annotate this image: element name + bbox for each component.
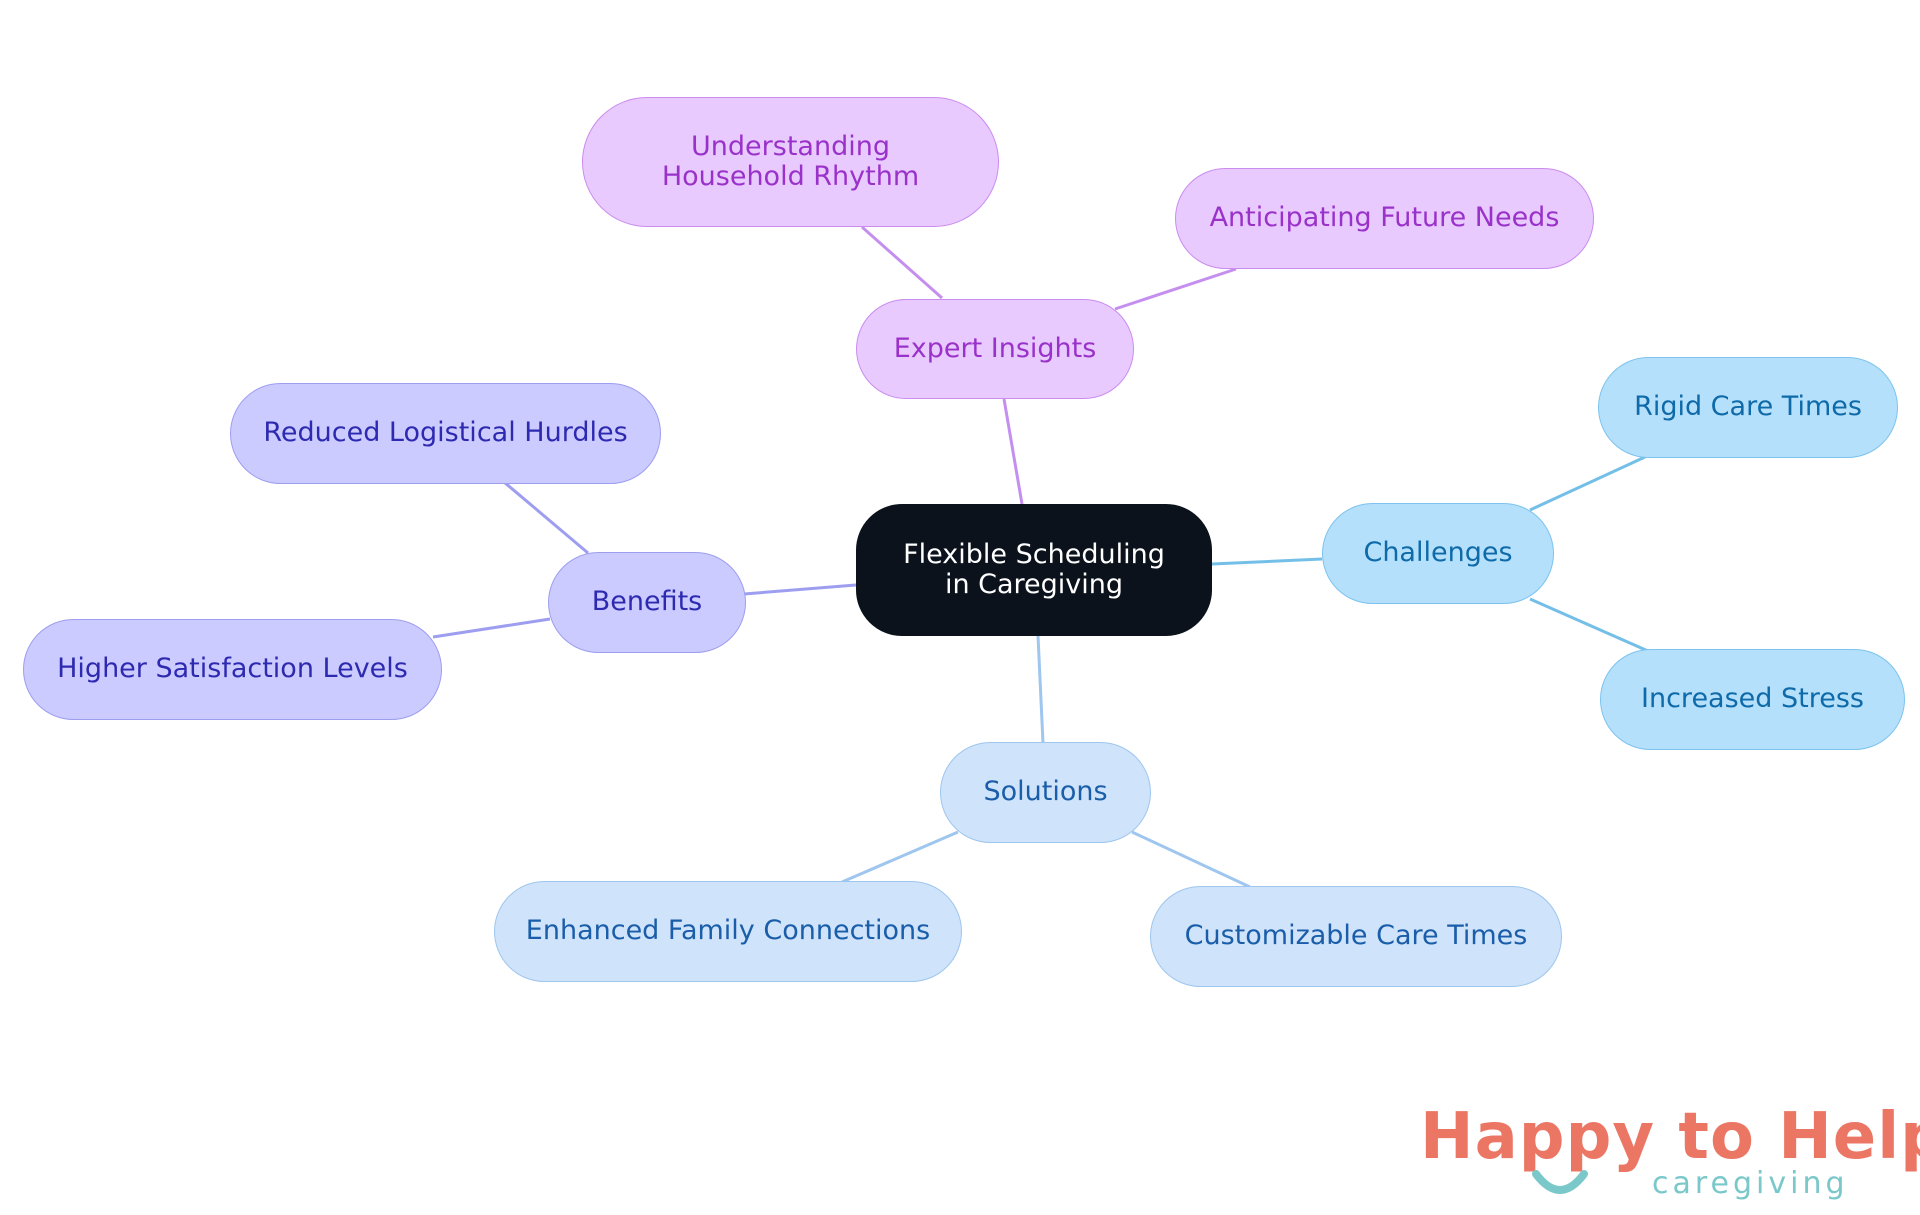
- leaf-understanding-household-rhythm[interactable]: Understanding Household Rhythm: [582, 97, 999, 227]
- connector-benefits-satisfaction: [432, 617, 551, 639]
- branch-expert-insights[interactable]: Expert Insights: [856, 299, 1134, 399]
- leaf-customizable-care-times-label: Customizable Care Times: [1184, 920, 1528, 952]
- leaf-reduced-logistical-hurdles[interactable]: Reduced Logistical Hurdles: [230, 383, 661, 484]
- leaf-enhanced-family-connections[interactable]: Enhanced Family Connections: [494, 881, 962, 982]
- leaf-increased-stress-label: Increased Stress: [1641, 683, 1864, 715]
- leaf-higher-satisfaction-levels-label: Higher Satisfaction Levels: [57, 653, 408, 685]
- leaf-rigid-care-times[interactable]: Rigid Care Times: [1598, 357, 1898, 458]
- connector-solutions-family: [841, 830, 959, 884]
- leaf-customizable-care-times[interactable]: Customizable Care Times: [1150, 886, 1562, 987]
- connector-benefits-reduced: [503, 480, 589, 555]
- leaf-reduced-logistical-hurdles-label: Reduced Logistical Hurdles: [263, 417, 628, 449]
- logo-wordmark: Happy to Help: [1420, 1100, 1920, 1174]
- connector-solutions-custom: [1131, 830, 1251, 889]
- connector-center-challenges: [1211, 557, 1323, 566]
- center-node[interactable]: Flexible Scheduling in Caregiving: [856, 504, 1212, 636]
- leaf-anticipating-future-needs[interactable]: Anticipating Future Needs: [1175, 168, 1594, 269]
- branch-benefits[interactable]: Benefits: [548, 552, 746, 653]
- connector-center-expert: [1002, 398, 1024, 505]
- branch-benefits-label: Benefits: [591, 586, 703, 618]
- branch-expert-insights-label: Expert Insights: [893, 332, 1097, 364]
- leaf-increased-stress[interactable]: Increased Stress: [1600, 649, 1905, 750]
- connector-challenges-rigid: [1529, 455, 1646, 512]
- happy-to-help-logo: Happy to Help caregiving: [1420, 1100, 1920, 1210]
- connector-center-benefits: [743, 583, 857, 596]
- connector-expert-household: [861, 225, 943, 300]
- connector-challenges-stress: [1529, 597, 1649, 653]
- connector-center-solutions: [1036, 635, 1045, 744]
- smile-icon: [1532, 1170, 1588, 1194]
- branch-solutions-label: Solutions: [983, 776, 1108, 808]
- leaf-enhanced-family-connections-label: Enhanced Family Connections: [525, 915, 931, 947]
- branch-challenges-label: Challenges: [1363, 537, 1513, 569]
- leaf-higher-satisfaction-levels[interactable]: Higher Satisfaction Levels: [23, 619, 442, 720]
- leaf-rigid-care-times-label: Rigid Care Times: [1634, 391, 1862, 423]
- center-node-label: Flexible Scheduling in Caregiving: [903, 538, 1165, 600]
- leaf-understanding-household-rhythm-label: Understanding Household Rhythm: [661, 130, 920, 192]
- branch-challenges[interactable]: Challenges: [1322, 503, 1554, 604]
- logo-tagline: caregiving: [1652, 1166, 1849, 1201]
- connector-expert-future: [1114, 267, 1237, 311]
- branch-solutions[interactable]: Solutions: [940, 742, 1151, 843]
- leaf-anticipating-future-needs-label: Anticipating Future Needs: [1209, 202, 1560, 234]
